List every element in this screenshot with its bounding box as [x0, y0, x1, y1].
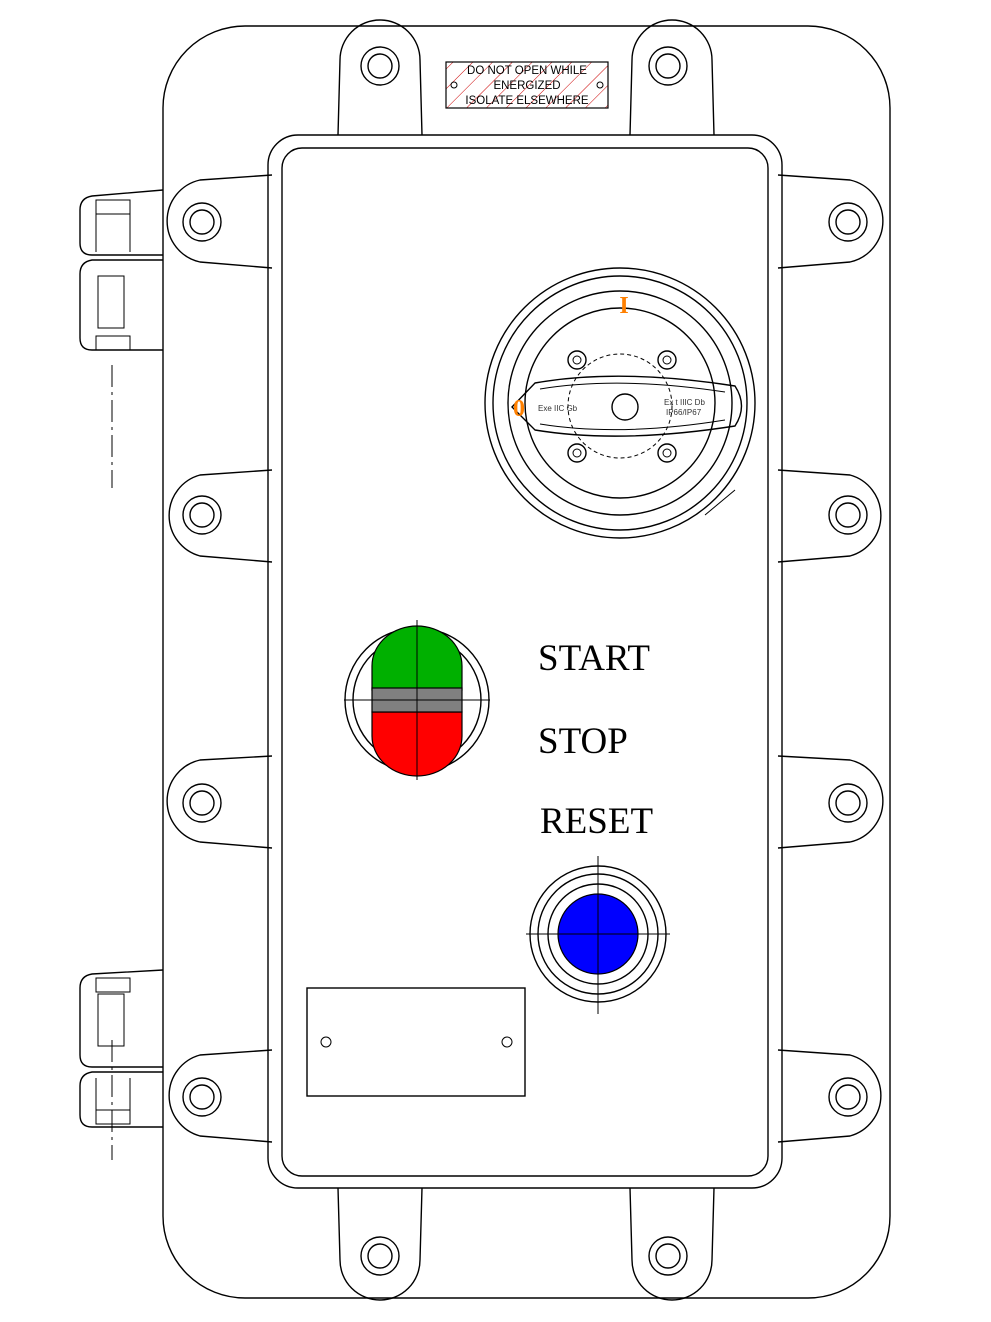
switch-off-mark: 0: [513, 396, 525, 422]
side-bosses: [166, 174, 884, 1143]
rotary-isolator-switch[interactable]: Exe IIC Gb Ex t IIIC Db IP66/IP67 I 0: [484, 267, 756, 539]
nameplate: [306, 987, 526, 1097]
warning-line-1: DO NOT OPEN WHILE: [467, 65, 587, 77]
bolt-icon: [182, 1077, 222, 1117]
bolt-icon: [648, 1236, 688, 1276]
switch-marking-right-1: Ex t IIIC Db: [664, 398, 705, 407]
bolt-icon: [360, 46, 400, 86]
warning-line-2: ENERGIZED: [493, 80, 560, 92]
bolt-icon: [828, 1077, 868, 1117]
switch-on-mark: I: [619, 293, 628, 319]
bolt-icon: [182, 202, 222, 242]
bottom-bosses: [330, 1187, 722, 1301]
warning-line-3: ISOLATE ELSEWHERE: [465, 95, 588, 107]
reset-pushbutton[interactable]: [526, 856, 670, 1014]
start-label: START: [538, 638, 650, 679]
bolt-icon: [648, 46, 688, 86]
start-stop-pushbutton: [344, 620, 490, 780]
enclosure-cover: [267, 134, 783, 1189]
bolt-icon: [182, 783, 222, 823]
warning-plate: DO NOT OPEN WHILE ENERGIZED ISOLATE ELSE…: [445, 61, 609, 109]
bolt-icon: [828, 495, 868, 535]
stop-label: STOP: [538, 721, 628, 762]
cover-bolts: [182, 46, 868, 1276]
switch-handle: [511, 375, 743, 437]
bolt-icon: [182, 495, 222, 535]
lower-hinge: [79, 969, 164, 1128]
bolt-icon: [828, 202, 868, 242]
switch-marking-right-2: IP66/IP67: [666, 408, 702, 417]
upper-hinge: [79, 189, 164, 351]
reset-label: RESET: [540, 801, 653, 842]
bolt-icon: [828, 783, 868, 823]
bolt-icon: [360, 1236, 400, 1276]
enclosure-body: [162, 25, 891, 1299]
switch-marking-left: Exe IIC Gb: [538, 404, 578, 413]
